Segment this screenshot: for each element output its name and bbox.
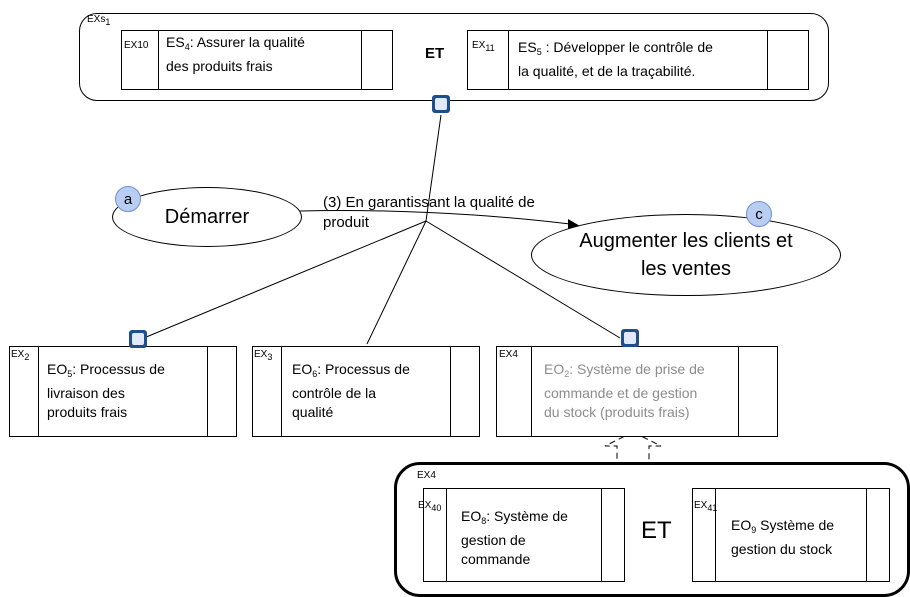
- eo5-refine-up-icon[interactable]: [129, 330, 147, 348]
- goal-marker-c: c: [746, 201, 772, 227]
- eo5-box[interactable]: [9, 346, 237, 437]
- es5-tag: EX11: [472, 40, 495, 53]
- bottom-and-connector: ET: [641, 517, 672, 544]
- top-and-connector: ET: [425, 45, 445, 62]
- line-to-top-group: [425, 114, 442, 222]
- eo5-tag: EX2: [11, 349, 30, 362]
- es4-tag: EX10: [124, 40, 149, 51]
- line-to-eo2: [425, 220, 621, 339]
- eo9-box[interactable]: [692, 488, 890, 582]
- eo6-tag: EX3: [254, 349, 273, 362]
- bottom-group-tag: EX4: [417, 470, 436, 481]
- start-marker-a: a: [115, 186, 141, 212]
- eo8-tag: EX40: [418, 500, 442, 513]
- eo2-refine-up-icon[interactable]: [621, 329, 639, 347]
- top-group-tag: EXs1: [87, 14, 111, 27]
- eo9-tag: EX41: [694, 500, 718, 513]
- eo2-tag: EX4: [499, 349, 518, 360]
- line-to-eo6: [366, 220, 427, 345]
- eo2-box[interactable]: [496, 346, 778, 437]
- arrow-start-to-goal: [299, 210, 571, 225]
- es5-box[interactable]: [467, 30, 809, 90]
- start-node[interactable]: Démarrer: [112, 187, 302, 247]
- es4-box[interactable]: [121, 30, 393, 90]
- eo6-box[interactable]: [252, 346, 480, 437]
- start-node-label: Démarrer: [164, 205, 250, 228]
- refine-up-icon[interactable]: [432, 95, 450, 113]
- eo8-box[interactable]: [423, 488, 625, 582]
- line-to-eo5: [138, 220, 427, 341]
